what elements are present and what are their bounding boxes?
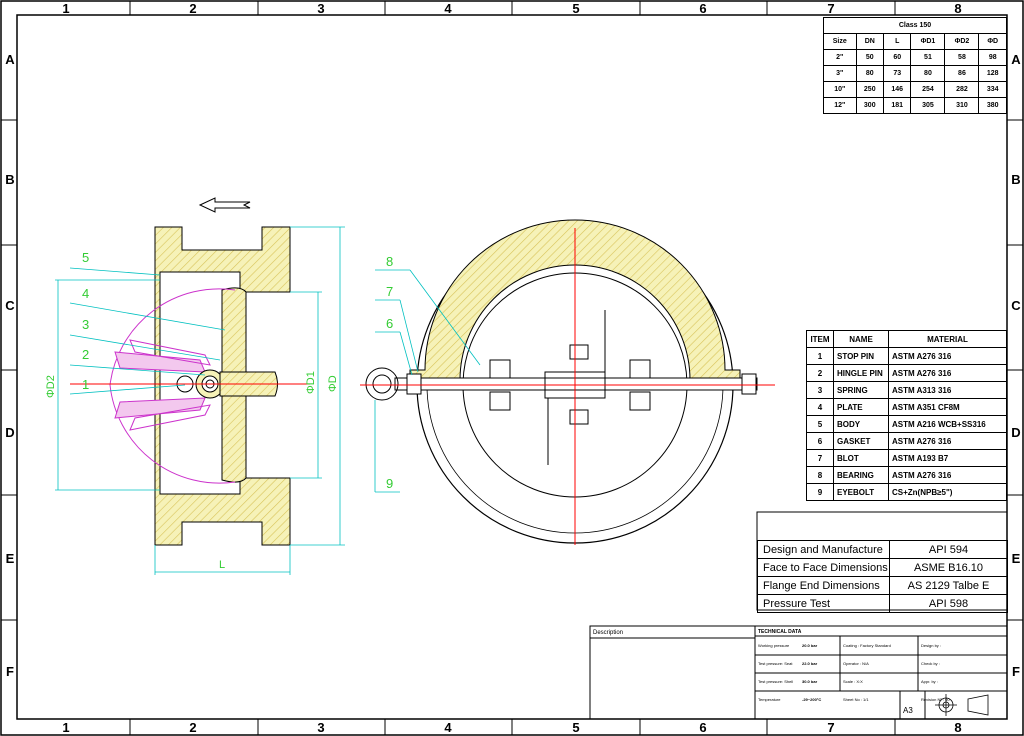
dimension-table-title: Class 150 [823, 17, 1007, 34]
zone-row-e-right: E [1011, 551, 1021, 566]
zone-col-1-bottom: 1 [62, 720, 70, 735]
callout-5: 5 [82, 250, 89, 265]
zone-row-e: E [5, 551, 15, 566]
zone-col-4-bottom: 4 [444, 720, 452, 735]
svg-text:Revision Nº : 00: Revision Nº : 00 [921, 697, 950, 702]
dim-d-label: ΦD [327, 375, 339, 392]
zone-row-f: F [6, 664, 14, 679]
zone-row-d: D [5, 425, 15, 440]
svg-text:Check by :: Check by : [921, 661, 940, 666]
zone-row-c-right: C [1011, 298, 1021, 313]
projection-symbol-icon [935, 694, 989, 716]
callout-3: 3 [82, 317, 89, 332]
parts-header: MATERIAL [888, 330, 1007, 348]
svg-text:Test pressure: Seat: Test pressure: Seat [758, 661, 793, 666]
zone-row-a-right: A [1011, 52, 1021, 67]
svg-text:30.0 bar: 30.0 bar [802, 679, 818, 684]
zone-row-f-right: F [1012, 664, 1020, 679]
sheet-size: A3 [903, 706, 913, 715]
zone-col-5-bottom: 5 [572, 720, 580, 735]
zone-row-b-right: B [1011, 172, 1021, 187]
callout-6: 6 [386, 316, 393, 331]
zone-col-2-bottom: 2 [189, 720, 197, 735]
front-view: 8 7 6 9 [360, 219, 775, 545]
zone-row-d-right: D [1011, 425, 1021, 440]
zone-col-2: 2 [189, 1, 197, 16]
svg-text:Appr. by :: Appr. by : [921, 679, 938, 684]
parts-header: NAME [833, 330, 889, 348]
side-section-view: L ΦD ΦD1 ΦD2 5 4 3 2 1 [45, 226, 345, 575]
zone-col-1: 1 [62, 1, 70, 16]
dim-header: DN [855, 33, 884, 50]
svg-text:Sheet No : 1/1: Sheet No : 1/1 [843, 697, 869, 702]
svg-text:22.0 bar: 22.0 bar [802, 661, 818, 666]
svg-text:Temperature: Temperature [758, 697, 781, 702]
dim-d2-label: ΦD2 [45, 375, 57, 398]
zone-row-c: C [5, 298, 15, 313]
flow-direction-arrow-icon [198, 197, 251, 213]
zone-col-7-bottom: 7 [827, 720, 835, 735]
zone-col-6: 6 [699, 1, 707, 16]
callout-4: 4 [82, 286, 89, 301]
parts-header: ITEM [806, 330, 834, 348]
zone-col-3-bottom: 3 [317, 720, 325, 735]
callout-7: 7 [386, 284, 393, 299]
svg-text:Test pressure: Shell: Test pressure: Shell [758, 679, 793, 684]
svg-text:Design by :: Design by : [921, 643, 941, 648]
zone-col-6-bottom: 6 [699, 720, 707, 735]
zone-row-a: A [5, 52, 15, 67]
callout-2: 2 [82, 347, 89, 362]
dim-header: L [882, 33, 912, 50]
zone-col-8-bottom: 8 [954, 720, 962, 735]
body-upper-section [409, 219, 741, 381]
zone-col-5: 5 [572, 1, 580, 16]
svg-text:-29~200°C: -29~200°C [802, 697, 821, 702]
technical-data-label: TECHNICAL DATA [758, 629, 802, 635]
zone-row-b: B [5, 172, 15, 187]
svg-text:20.0 bar: 20.0 bar [802, 643, 818, 648]
svg-text:Operator : N/A: Operator : N/A [843, 661, 869, 666]
zone-col-8: 8 [954, 1, 962, 16]
dim-header: ΦD [978, 33, 1007, 50]
dim-header: Size [823, 33, 857, 50]
zone-col-4: 4 [444, 1, 452, 16]
zone-col-3: 3 [317, 1, 325, 16]
callout-8: 8 [386, 254, 393, 269]
dim-d1-label: ΦD1 [305, 371, 317, 394]
callout-1: 1 [82, 377, 89, 392]
dim-header: ΦD2 [944, 33, 980, 50]
svg-text:Coating : Factory Standard: Coating : Factory Standard [843, 643, 891, 648]
description-label: Description [593, 630, 623, 636]
disc-swing-arc [109, 288, 236, 484]
dim-l-label: L [219, 559, 225, 571]
svg-text:Scale : X:X: Scale : X:X [843, 679, 863, 684]
svg-text:Working pressure: Working pressure [758, 643, 790, 648]
zone-col-7: 7 [827, 1, 835, 16]
callout-9: 9 [386, 476, 393, 491]
dim-header: ΦD1 [910, 33, 946, 50]
